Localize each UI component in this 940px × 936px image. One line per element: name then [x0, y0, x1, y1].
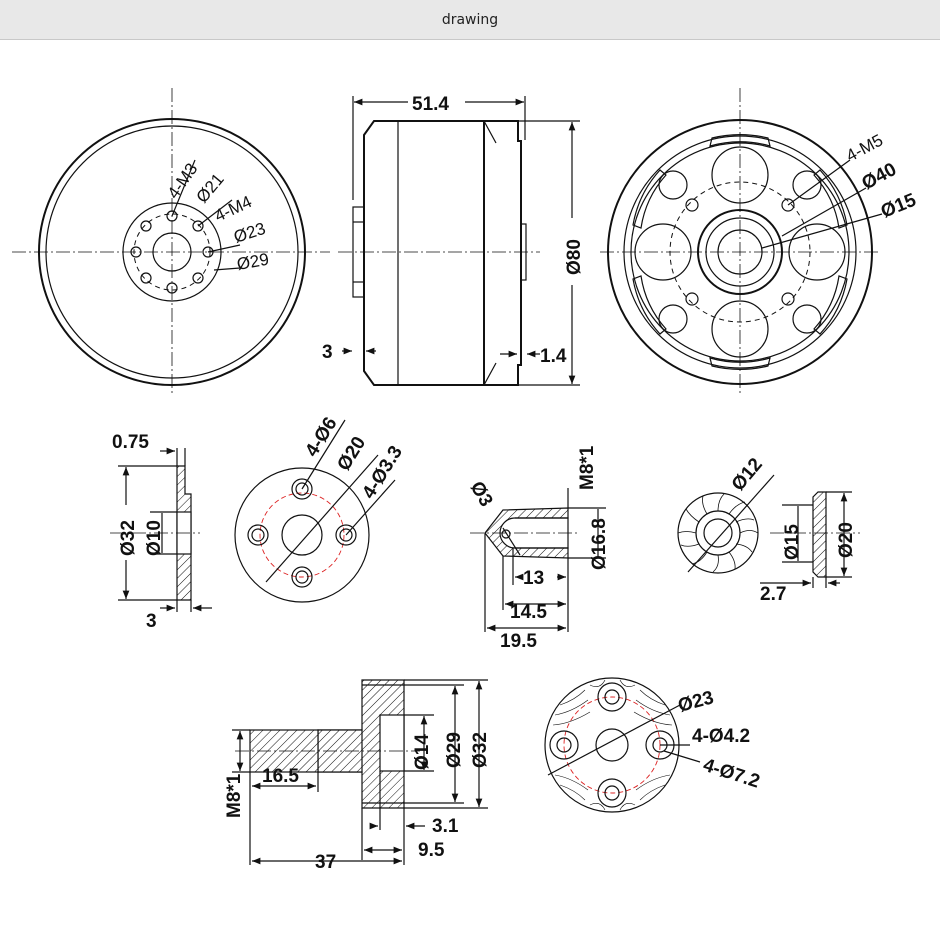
label-0-75: 0.75 [112, 432, 149, 453]
label-14-5: 14.5 [510, 602, 547, 623]
label-d3: Ø3 [466, 478, 497, 510]
label-51-4: 51.4 [412, 94, 449, 115]
label-d16-8: Ø16.8 [589, 518, 610, 570]
technical-drawing: 4-M3 Ø21 4-M4 Ø23 Ø29 51.4 Ø80 3 [12, 88, 920, 873]
label-3: 3 [322, 342, 333, 363]
window-title: drawing [441, 11, 499, 28]
label-d32: Ø32 [118, 520, 139, 556]
label-w3: 3 [146, 611, 157, 632]
label-d40: Ø40 [858, 159, 900, 194]
label-d20-lock: Ø20 [836, 522, 857, 558]
label-1-4: 1.4 [540, 346, 567, 367]
label-16-5: 16.5 [262, 766, 299, 787]
prop-adapter: M8*1 16.5 Ø14 Ø29 Ø32 3.1 9.5 37 [224, 679, 491, 873]
washer-section: 0.75 Ø32 Ø10 3 [110, 432, 212, 632]
label-3-1: 3.1 [432, 816, 459, 837]
label-4-d7-2: 4-Ø7.2 [700, 755, 762, 793]
label-d15: Ø15 [878, 190, 920, 223]
washer-top-view: 4-Ø6 Ø20 4-Ø3.3 [234, 414, 407, 603]
label-4-m4: 4-M4 [212, 192, 255, 226]
window-titlebar: drawing [0, 0, 940, 40]
label-d20: Ø20 [333, 433, 370, 475]
drawing-canvas: 4-M3 Ø21 4-M4 Ø23 Ø29 51.4 Ø80 3 [0, 40, 940, 932]
side-view: 51.4 Ø80 3 1.4 [322, 94, 585, 386]
lock-washer: Ø12 Ø15 Ø20 2.7 [677, 454, 860, 605]
label-37: 37 [315, 852, 336, 873]
label-m8-adapter: M8*1 [224, 773, 245, 818]
label-2-7: 2.7 [760, 584, 786, 605]
label-d14: Ø14 [412, 734, 433, 770]
label-9-5: 9.5 [418, 840, 445, 861]
label-4-d4-2: 4-Ø4.2 [692, 726, 750, 747]
label-d23-adapter: Ø23 [676, 687, 716, 717]
label-d15-lock: Ø15 [782, 524, 803, 560]
label-19-5: 19.5 [500, 631, 537, 652]
label-d80: Ø80 [564, 239, 585, 275]
front-view: 4-M3 Ø21 4-M4 Ø23 Ø29 [12, 88, 330, 395]
label-d29: Ø29 [235, 250, 270, 274]
adapter-top-view: Ø23 4-Ø4.2 4-Ø7.2 [544, 677, 762, 813]
label-4-m5: 4-M5 [843, 131, 886, 166]
label-13: 13 [523, 568, 544, 589]
label-4-d6: 4-Ø6 [301, 414, 341, 461]
label-d23: Ø23 [231, 219, 267, 247]
rear-view: 4-M5 Ø40 Ø15 [600, 88, 920, 395]
label-d29-adapter: Ø29 [444, 732, 465, 768]
label-d10: Ø10 [144, 520, 165, 556]
label-m8-nut: M8*1 [577, 445, 598, 490]
label-d32-adapter: Ø32 [470, 732, 491, 768]
prop-nut: Ø3 M8*1 Ø16.8 13 14.5 19.5 [466, 445, 610, 652]
